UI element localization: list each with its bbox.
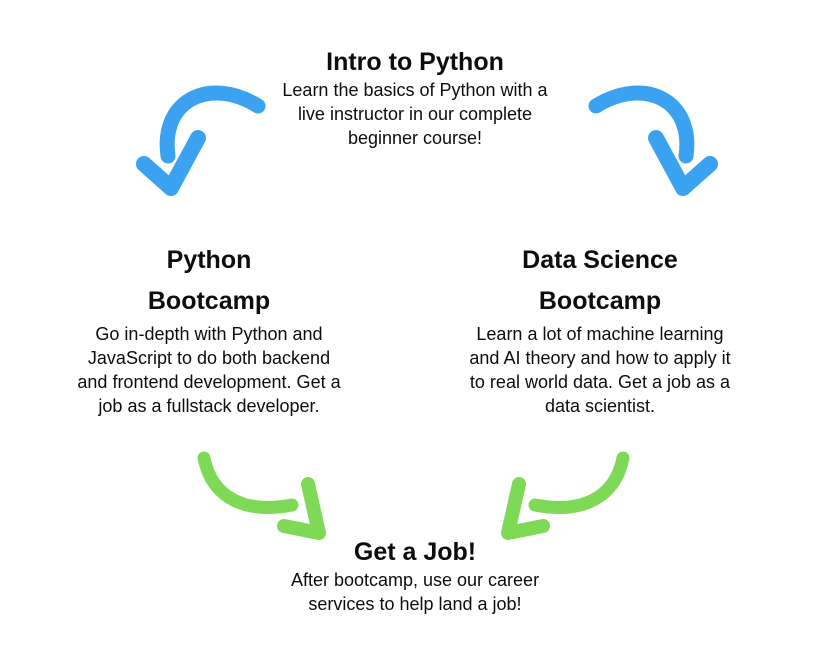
curved-arrow-down-right-icon (588, 85, 718, 196)
curved-arrow-to-job-right-icon (501, 451, 630, 540)
data-science-bootcamp-title: Data Science Bootcamp (522, 246, 678, 315)
python-bootcamp-title: Python Bootcamp (147, 246, 271, 315)
get-a-job-node: Get a Job! After bootcamp, use our caree… (254, 536, 576, 616)
python-bootcamp-description: Go in-depth with Python and JavaScript t… (77, 324, 341, 416)
get-a-job-description: After bootcamp, use our career services … (290, 570, 540, 614)
curved-arrow-to-job-left-icon (197, 451, 326, 540)
curved-arrow-down-left-icon (136, 85, 266, 196)
python-bootcamp-node: Python Bootcamp Go in-depth with Python … (49, 240, 369, 418)
intro-title: Intro to Python (326, 48, 504, 76)
data-science-bootcamp-description: Learn a lot of machine learning and AI t… (469, 324, 731, 416)
intro-description: Learn the basics of Python with a live i… (282, 80, 548, 148)
get-a-job-title: Get a Job! (353, 538, 477, 566)
intro-to-python-node: Intro to Python Learn the basics of Pyth… (234, 46, 596, 150)
data-science-bootcamp-node: Data Science Bootcamp Learn a lot of mac… (440, 240, 760, 418)
